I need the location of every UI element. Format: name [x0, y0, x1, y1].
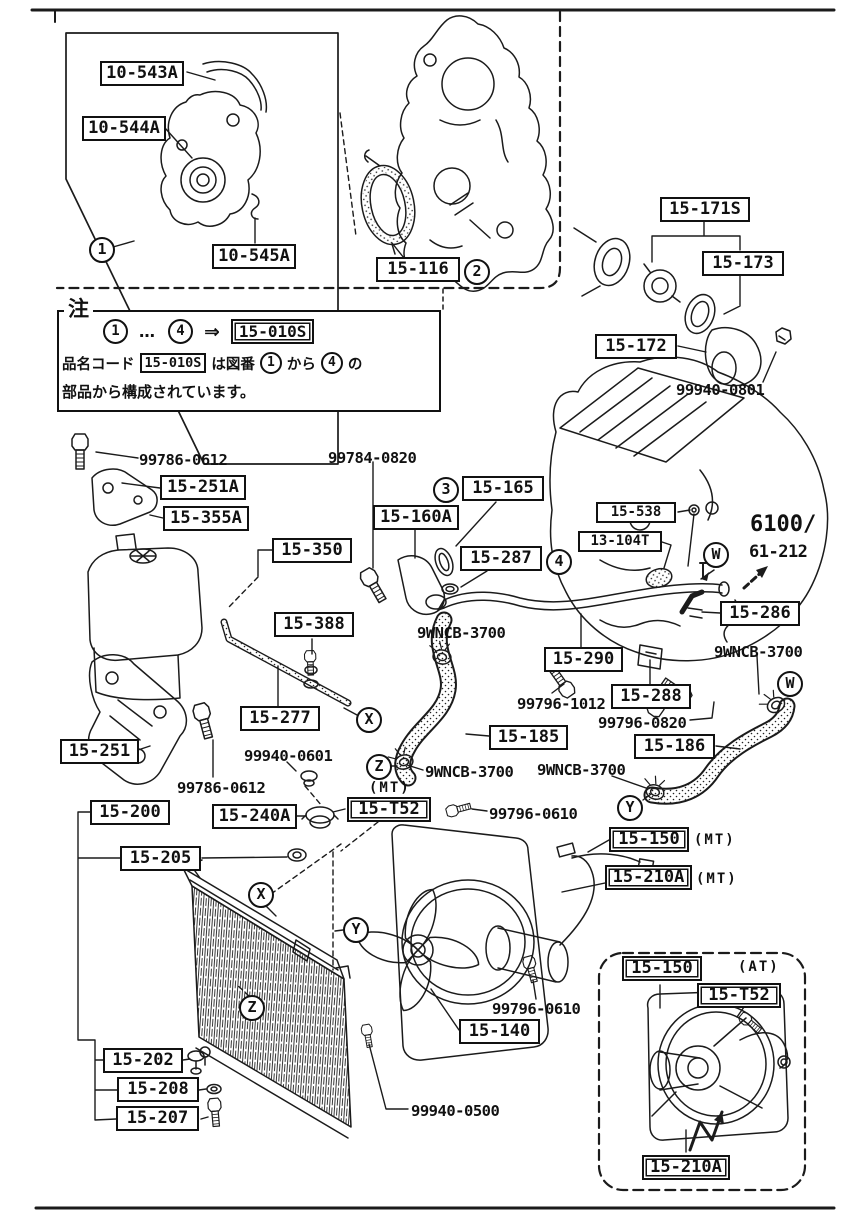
part-code-15-T52: 15-T52	[347, 797, 431, 822]
note-text: から	[286, 356, 316, 373]
part-code-15-287: 15-287	[460, 546, 542, 571]
part-code-15-355A: 15-355A	[163, 506, 249, 531]
part-code-15-140: 15-140	[459, 1019, 540, 1044]
note-text: の	[347, 356, 363, 373]
ellipsis: …	[139, 322, 157, 341]
part-number-99796-0610: 99796-0610	[489, 805, 578, 823]
ref-circle-W: W	[777, 671, 803, 697]
part-number-99796-0610: 99796-0610	[492, 1000, 581, 1018]
ref-circle-3: 3	[433, 477, 459, 503]
ref-circle-Z: Z	[366, 754, 392, 780]
note-row-text2: 部品から構成されています。	[62, 383, 256, 401]
ref-circle-W: W	[703, 542, 729, 568]
part-code-15-207: 15-207	[116, 1106, 199, 1131]
part-code-15-200: 15-200	[90, 800, 170, 825]
part-code-box: 15-010S	[230, 319, 315, 344]
part-number-99786-0612: 99786-0612	[139, 451, 228, 469]
part-code-15-T52: 15-T52	[697, 983, 781, 1008]
part-code-10-543A: 10-543A	[100, 61, 184, 86]
part-code-15-350: 15-350	[272, 538, 352, 563]
note-text: 品名コード	[62, 356, 135, 373]
part-code-15-210A: 15-210A	[642, 1155, 730, 1180]
part-code-15-290: 15-290	[544, 647, 623, 672]
part-number-9WNCB-3700: 9WNCB-3700	[714, 643, 803, 661]
transmission-tag-MT: (MT)	[369, 780, 411, 796]
part-number-99784-0820: 99784-0820	[328, 449, 417, 467]
part-code-15-240A: 15-240A	[212, 804, 297, 829]
part-code-15-186: 15-186	[634, 734, 715, 759]
part-code-15-208: 15-208	[117, 1077, 199, 1102]
part-code-15-277: 15-277	[240, 706, 320, 731]
part-number-99940-0801: 99940-0801	[676, 381, 765, 399]
part-number-99940-0601: 99940-0601	[244, 747, 333, 765]
ref-circle-1: 1	[259, 352, 282, 374]
ref-circle-1: 1	[103, 319, 128, 344]
note-text: は図番	[211, 356, 255, 373]
part-number-61-212: 61-212	[749, 542, 808, 562]
part-code-box-inline: 15-010S	[139, 353, 207, 373]
part-code-15-173: 15-173	[702, 251, 784, 276]
ref-circle-X: X	[248, 882, 274, 908]
part-code-15-185: 15-185	[489, 725, 568, 750]
ref-circle-X: X	[356, 707, 382, 733]
part-code-15-251: 15-251	[60, 739, 139, 764]
ref-circle-4: 4	[168, 319, 193, 344]
part-number-6100/: 6100/	[750, 512, 817, 537]
transmission-tag-MT: (MT)	[694, 832, 736, 848]
part-number-99796-0820: 99796-0820	[598, 714, 687, 732]
part-code-15-251A: 15-251A	[160, 475, 246, 500]
part-number-9WNCB-3700: 9WNCB-3700	[425, 763, 514, 781]
part-code-15-171S: 15-171S	[660, 197, 750, 222]
note-title: 注	[64, 293, 93, 323]
ref-circle-4: 4	[320, 352, 343, 374]
ref-circle-1: 1	[89, 237, 115, 263]
ref-circle-Y: Y	[343, 917, 369, 943]
part-code-15-205: 15-205	[120, 846, 201, 871]
part-code-15-538: 15-538	[596, 502, 676, 523]
part-number-99786-0612: 99786-0612	[177, 779, 266, 797]
note-row-equation: 1 … 4 ⇒ 15-010S	[103, 319, 315, 344]
part-code-13-104T: 13-104T	[578, 531, 662, 552]
part-code-15-202: 15-202	[103, 1048, 183, 1073]
part-code-15-288: 15-288	[611, 684, 691, 709]
part-code-15-150: 15-150	[609, 827, 689, 852]
part-code-15-150: 15-150	[622, 956, 702, 981]
part-number-99796-1012: 99796-1012	[517, 695, 606, 713]
part-code-10-545A: 10-545A	[212, 244, 296, 269]
part-code-15-160A: 15-160A	[373, 505, 459, 530]
note-row-text: 品名コード 15-010S は図番 1 から 4 の	[62, 352, 362, 374]
ref-circle-2: 2	[464, 259, 490, 285]
part-number-99940-0500: 99940-0500	[411, 1102, 500, 1120]
part-code-15-116: 15-116	[376, 257, 460, 282]
ref-circle-Y: Y	[617, 795, 643, 821]
ref-circle-4: 4	[546, 549, 572, 575]
part-code-15-172: 15-172	[595, 334, 677, 359]
part-code-15-165: 15-165	[462, 476, 544, 501]
part-code-15-388: 15-388	[274, 612, 354, 637]
part-code-15-286: 15-286	[720, 601, 800, 626]
transmission-tag-MT: (MT)	[696, 871, 738, 887]
part-code-15-210A: 15-210A	[605, 865, 692, 890]
transmission-tag-AT: (AT)	[738, 959, 780, 975]
part-code-10-544A: 10-544A	[82, 116, 166, 141]
part-number-9WNCB-3700: 9WNCB-3700	[537, 761, 626, 779]
part-number-9WNCB-3700: 9WNCB-3700	[417, 624, 506, 642]
ref-circle-Z: Z	[239, 995, 265, 1021]
arrow-icon: ⇒	[204, 320, 220, 343]
